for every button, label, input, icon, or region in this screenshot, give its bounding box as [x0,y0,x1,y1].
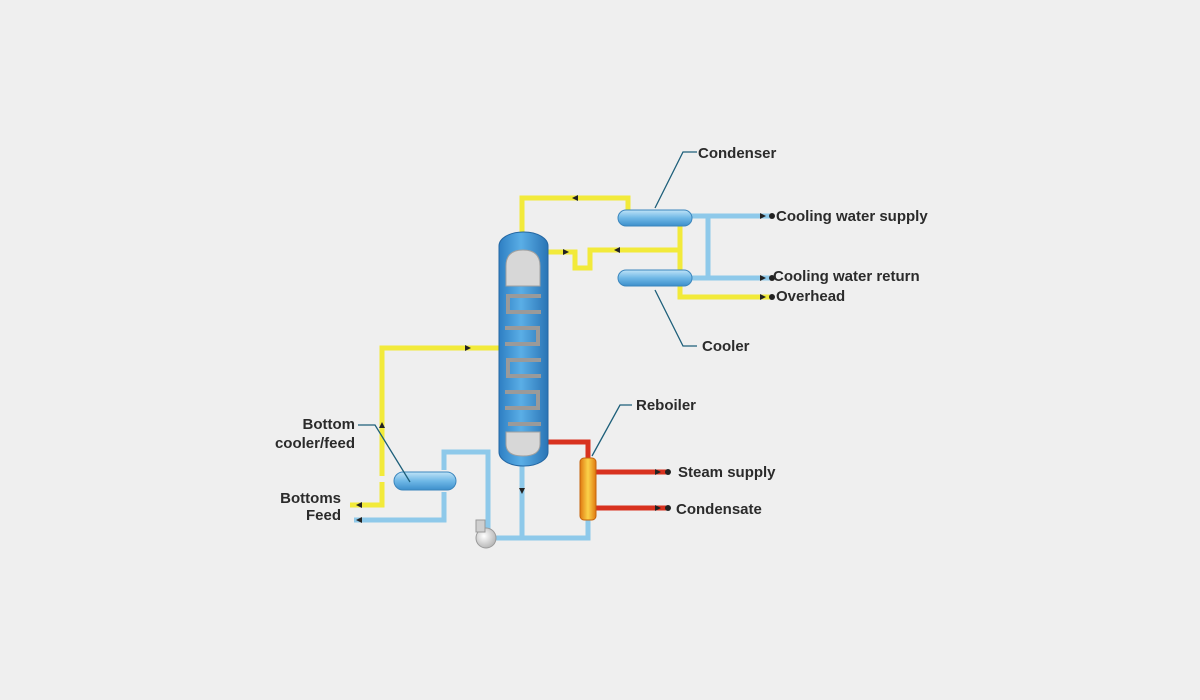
bottom-cooler-label-line1: Bottom [302,416,356,433]
condenser-vessel [617,209,693,227]
column-trays [505,294,541,426]
side-draw-line [379,345,500,476]
pump-discharge-line [441,449,491,530]
flow-arrow [655,469,661,475]
line-end-dot [665,505,671,511]
bottoms-label: Bottoms [280,490,341,507]
column-bottom-sump [505,431,541,457]
flow-arrow [760,275,766,281]
cooler-vessel [617,269,693,287]
reboiler-vapor-return-line [548,439,591,458]
water-lines [354,213,770,541]
flow-arrow [760,294,766,300]
flow-arrow [563,249,569,255]
line-end-dot [665,469,671,475]
flow-arrow [356,502,362,508]
line-end-dot [769,294,775,300]
overhead-label: Overhead [776,288,846,305]
flow-arrow [760,213,766,219]
feed-label: Feed [305,507,341,524]
line-end-dot [769,213,775,219]
bottom-cooler-leader [358,424,411,483]
overhead-vapor-line [519,195,631,232]
flow-arrow [614,247,620,253]
cooling-water-supply-label: Cooling water supply [776,208,928,225]
steam-supply-label: Steam supply [678,464,776,481]
cooler-leader [654,289,697,347]
bottom-cooler-feed-vessel [393,471,457,491]
feed-line [354,492,447,523]
flow-arrow [379,422,385,428]
cooler-label: Cooler [702,338,750,355]
reboiler-label: Reboiler [636,397,697,414]
condensate-label: Condensate [676,501,762,518]
column-top-space [505,249,541,287]
flow-arrow [655,505,661,511]
condenser-leader [654,151,697,209]
flow-arrow [572,195,578,201]
distillation-column [498,231,549,467]
bottom-cooler-label-line2: cooler/feed [274,435,355,452]
leader-lines [358,151,697,483]
column-bottom-line [519,466,591,541]
flow-arrow [356,517,362,523]
bottoms-line [350,482,385,508]
cooling-water-return-label: Cooling water return [773,268,920,285]
line-end-dot [769,275,775,281]
flow-arrow [519,488,525,494]
flow-arrows [356,195,775,523]
reboiler-leader [591,404,632,457]
flow-arrow [465,345,471,351]
condenser-label: Condenser [698,145,777,162]
reboiler-vessel [579,457,597,521]
overhead-product-line [677,280,770,300]
steam-lines [548,439,668,511]
bottoms-pump [475,519,497,549]
